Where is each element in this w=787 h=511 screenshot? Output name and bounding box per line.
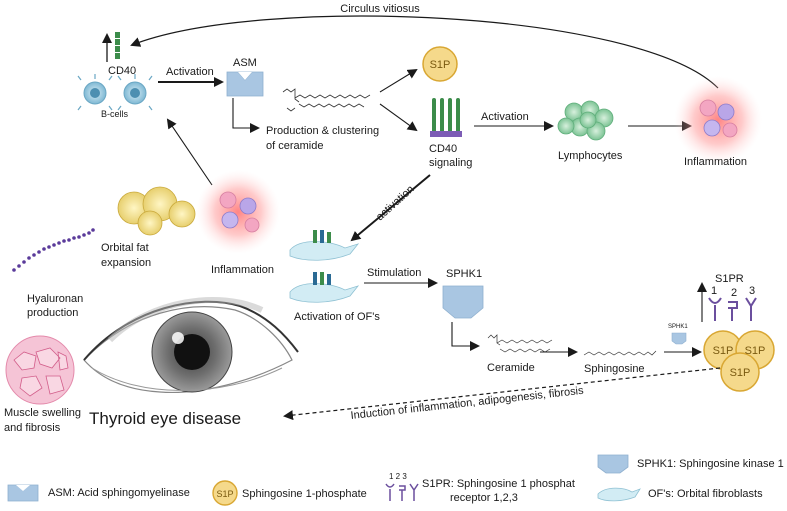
s1pr-n2: 2 xyxy=(731,287,737,299)
legend-s1pr-line2: receptor 1,2,3 xyxy=(450,492,518,504)
inflammation-left-icon xyxy=(196,170,280,254)
legend-sphk1-icon xyxy=(597,454,629,474)
hyaluronan-chain-icon xyxy=(12,228,95,272)
legend-ofs-icon xyxy=(597,487,641,502)
asm-to-production-arrow xyxy=(232,98,260,133)
s1pr-receptors-icon xyxy=(708,297,757,321)
circulus-arrow xyxy=(130,15,719,89)
production-label-2: of ceramide xyxy=(266,140,323,152)
activation-label-2: Activation xyxy=(481,111,529,123)
ceramide-label: Ceramide xyxy=(487,362,535,374)
sphk1-small-label: SPHK1 xyxy=(668,324,688,330)
induction-arrow xyxy=(283,367,721,421)
production-label-1: Production & clustering xyxy=(266,125,379,137)
sphk1-label: SPHK1 xyxy=(446,268,482,280)
sphingosine-molecule-icon xyxy=(583,350,657,356)
lymphocytes-label: Lymphocytes xyxy=(558,150,623,162)
s1p-cluster-b: S1P xyxy=(745,345,766,357)
legend-sphk1: SPHK1: Sphingosine kinase 1 xyxy=(637,458,784,470)
sphk1-small-icon xyxy=(671,332,687,345)
muscle-label-2: and fibrosis xyxy=(4,422,61,434)
cd40-signal-label-1: CD40 xyxy=(429,143,457,155)
activation-diag-arrow xyxy=(350,174,431,242)
lymphocytes-icon xyxy=(557,100,614,141)
muscle-label-1: Muscle swelling xyxy=(4,407,81,419)
sphk1-to-ceramide-arrow xyxy=(451,322,480,351)
cd40-top-label: CD40 xyxy=(108,65,136,77)
eye-illustration xyxy=(83,297,299,394)
s1pr-n3: 3 xyxy=(749,285,755,297)
muscle-tissue-icon xyxy=(5,335,75,405)
legend-s1pr-icon xyxy=(385,483,419,501)
legend-s1p-icon xyxy=(212,480,238,506)
s1p-top-label: S1P xyxy=(430,59,451,71)
ceramide-lower-icon xyxy=(487,334,553,353)
activation-label-1: Activation xyxy=(166,66,214,78)
activation-ofs-label: Activation of OF's xyxy=(294,311,380,323)
legend-s1p: Sphingosine 1-phosphate xyxy=(242,488,367,500)
to-s1p-arrow xyxy=(379,68,418,93)
sphingosine-label: Sphingosine xyxy=(584,363,645,375)
asm-label: ASM xyxy=(233,57,257,69)
b-cell-icon-2 xyxy=(117,74,153,111)
ceramide-molecule-icon xyxy=(282,88,371,112)
s1p-cluster-icon xyxy=(703,330,775,392)
inflammation-up-arrow xyxy=(166,118,213,186)
legend-s1p-glyph: S1P xyxy=(216,489,233,499)
circulus-label: Circulus vitiosus xyxy=(340,3,420,15)
inflammation-right-icon xyxy=(674,76,762,164)
inflammation-left-label: Inflammation xyxy=(211,264,274,276)
s1pr-label: S1PR xyxy=(715,273,744,285)
ted-title: Thyroid eye disease xyxy=(89,409,241,428)
cd40-signaling-icon xyxy=(430,98,462,137)
to-cd40-signal-arrow xyxy=(379,103,418,132)
induction-label: Induction of inflammation, adipogenesis,… xyxy=(350,385,585,422)
fibroblasts-icon xyxy=(289,230,360,303)
b-cells-label: B-cells xyxy=(101,109,129,119)
b-cell-icon xyxy=(77,74,113,111)
s1p-top-icon xyxy=(422,46,458,82)
s1p-cluster-a: S1P xyxy=(713,345,734,357)
hyaluronan-label-1: Hyaluronan xyxy=(27,293,83,305)
legend-asm: ASM: Acid sphingomyelinase xyxy=(48,487,190,499)
legend-ofs: OF's: Orbital fibroblasts xyxy=(648,488,763,500)
activation-diag-label: activation xyxy=(374,183,417,223)
orbital-fat-label-1: Orbital fat xyxy=(101,242,149,254)
legend-s1pr-line1: S1PR: Sphingosine 1 phosphat xyxy=(422,478,575,490)
cd40-receptor-icon xyxy=(102,32,120,62)
s1pr-n1: 1 xyxy=(711,285,717,297)
legend-s1pr-nums: 1 2 3 xyxy=(389,472,407,481)
sphk1-icon xyxy=(442,285,484,319)
cd40-signal-label-2: signaling xyxy=(429,157,472,169)
s1p-cluster-c: S1P xyxy=(730,367,751,379)
hyaluronan-label-2: production xyxy=(27,307,78,319)
inflammation-right-label: Inflammation xyxy=(684,156,747,168)
stimulation-label: Stimulation xyxy=(367,267,421,279)
orbital-fat-label-2: expansion xyxy=(101,257,151,269)
orbital-fat-icon xyxy=(117,186,196,236)
